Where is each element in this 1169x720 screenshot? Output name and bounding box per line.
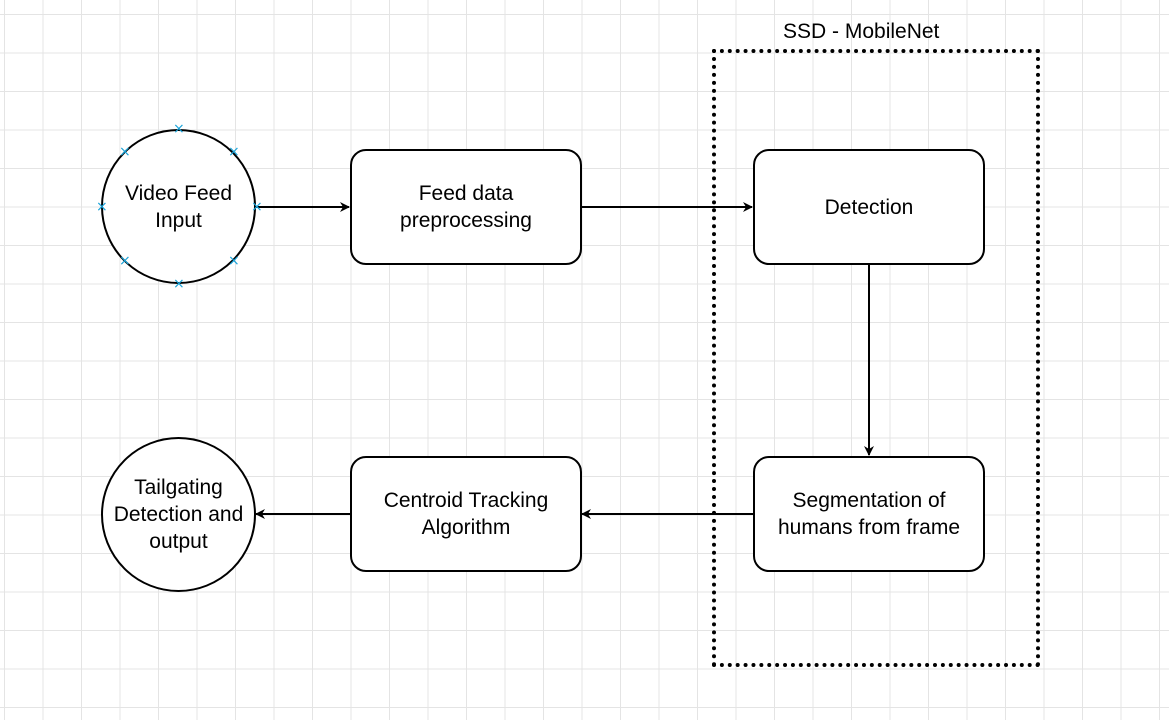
x-mark-icon[interactable]: × bbox=[119, 253, 131, 269]
x-mark-icon[interactable]: × bbox=[173, 121, 185, 137]
x-mark-icon[interactable]: × bbox=[228, 144, 240, 160]
node-label: Feed data preprocessing bbox=[400, 182, 532, 232]
node-detection[interactable]: Detection bbox=[753, 149, 985, 265]
node-centroid-tracking[interactable]: Centroid Tracking Algorithm bbox=[350, 456, 582, 572]
x-mark-icon[interactable]: × bbox=[251, 199, 263, 215]
x-mark-icon[interactable]: × bbox=[173, 276, 185, 292]
group-label-ssd-mobilenet: SSD - MobileNet bbox=[783, 20, 940, 43]
node-label: Tailgating Detection and output bbox=[113, 476, 244, 553]
node-segmentation[interactable]: Segmentation of humans from frame bbox=[753, 456, 985, 572]
x-mark-icon[interactable]: × bbox=[96, 199, 108, 215]
node-label: Centroid Tracking Algorithm bbox=[383, 489, 549, 539]
x-mark-icon[interactable]: × bbox=[119, 144, 131, 160]
x-mark-icon[interactable]: × bbox=[228, 253, 240, 269]
node-tailgating-output[interactable]: Tailgating Detection and output bbox=[101, 437, 256, 592]
node-video-feed-input[interactable]: Video Feed Input bbox=[101, 129, 256, 284]
node-label: Detection bbox=[824, 195, 914, 219]
group-container-ssd-mobilenet[interactable] bbox=[712, 49, 1040, 667]
node-feed-data-preprocessing[interactable]: Feed data preprocessing bbox=[350, 149, 582, 265]
node-label: Segmentation of humans from frame bbox=[777, 489, 961, 539]
node-label: Video Feed Input bbox=[124, 181, 233, 232]
